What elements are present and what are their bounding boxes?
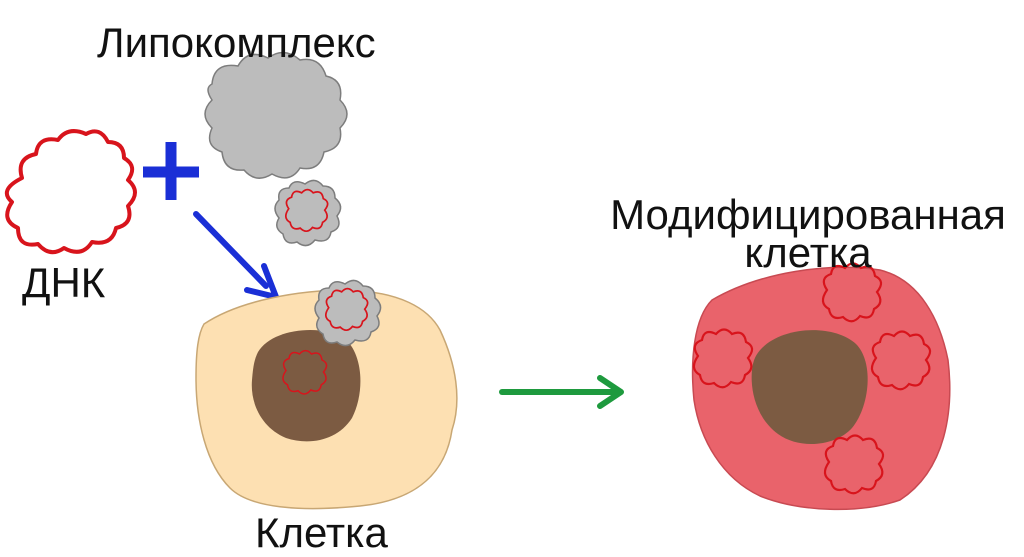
lipocomplex-shape xyxy=(204,51,348,179)
modified-cell-label-line1: Модифицированная xyxy=(610,191,1006,238)
lipocomplex-cloud xyxy=(204,51,348,179)
cell-nucleus xyxy=(251,329,361,442)
dna-lipocomplex-particle xyxy=(274,179,342,247)
modified-cell xyxy=(691,262,951,511)
plus-icon xyxy=(143,142,199,200)
modified-cell-nucleus xyxy=(751,330,868,445)
dna-outline xyxy=(4,129,137,255)
arrow-to-modified-icon xyxy=(499,375,624,409)
arrow-to-cell-icon xyxy=(193,211,279,300)
lipocomplex-label: Липокомплекс xyxy=(97,19,376,66)
dna-molecule xyxy=(4,129,137,255)
modified-cell-label-line2: клетка xyxy=(744,229,872,276)
target-cell xyxy=(195,279,458,510)
dna-label: ДНК xyxy=(22,259,106,306)
cell-label: Клетка xyxy=(255,509,388,556)
modified-cell-label: Модифицированная клетка xyxy=(590,191,1024,276)
